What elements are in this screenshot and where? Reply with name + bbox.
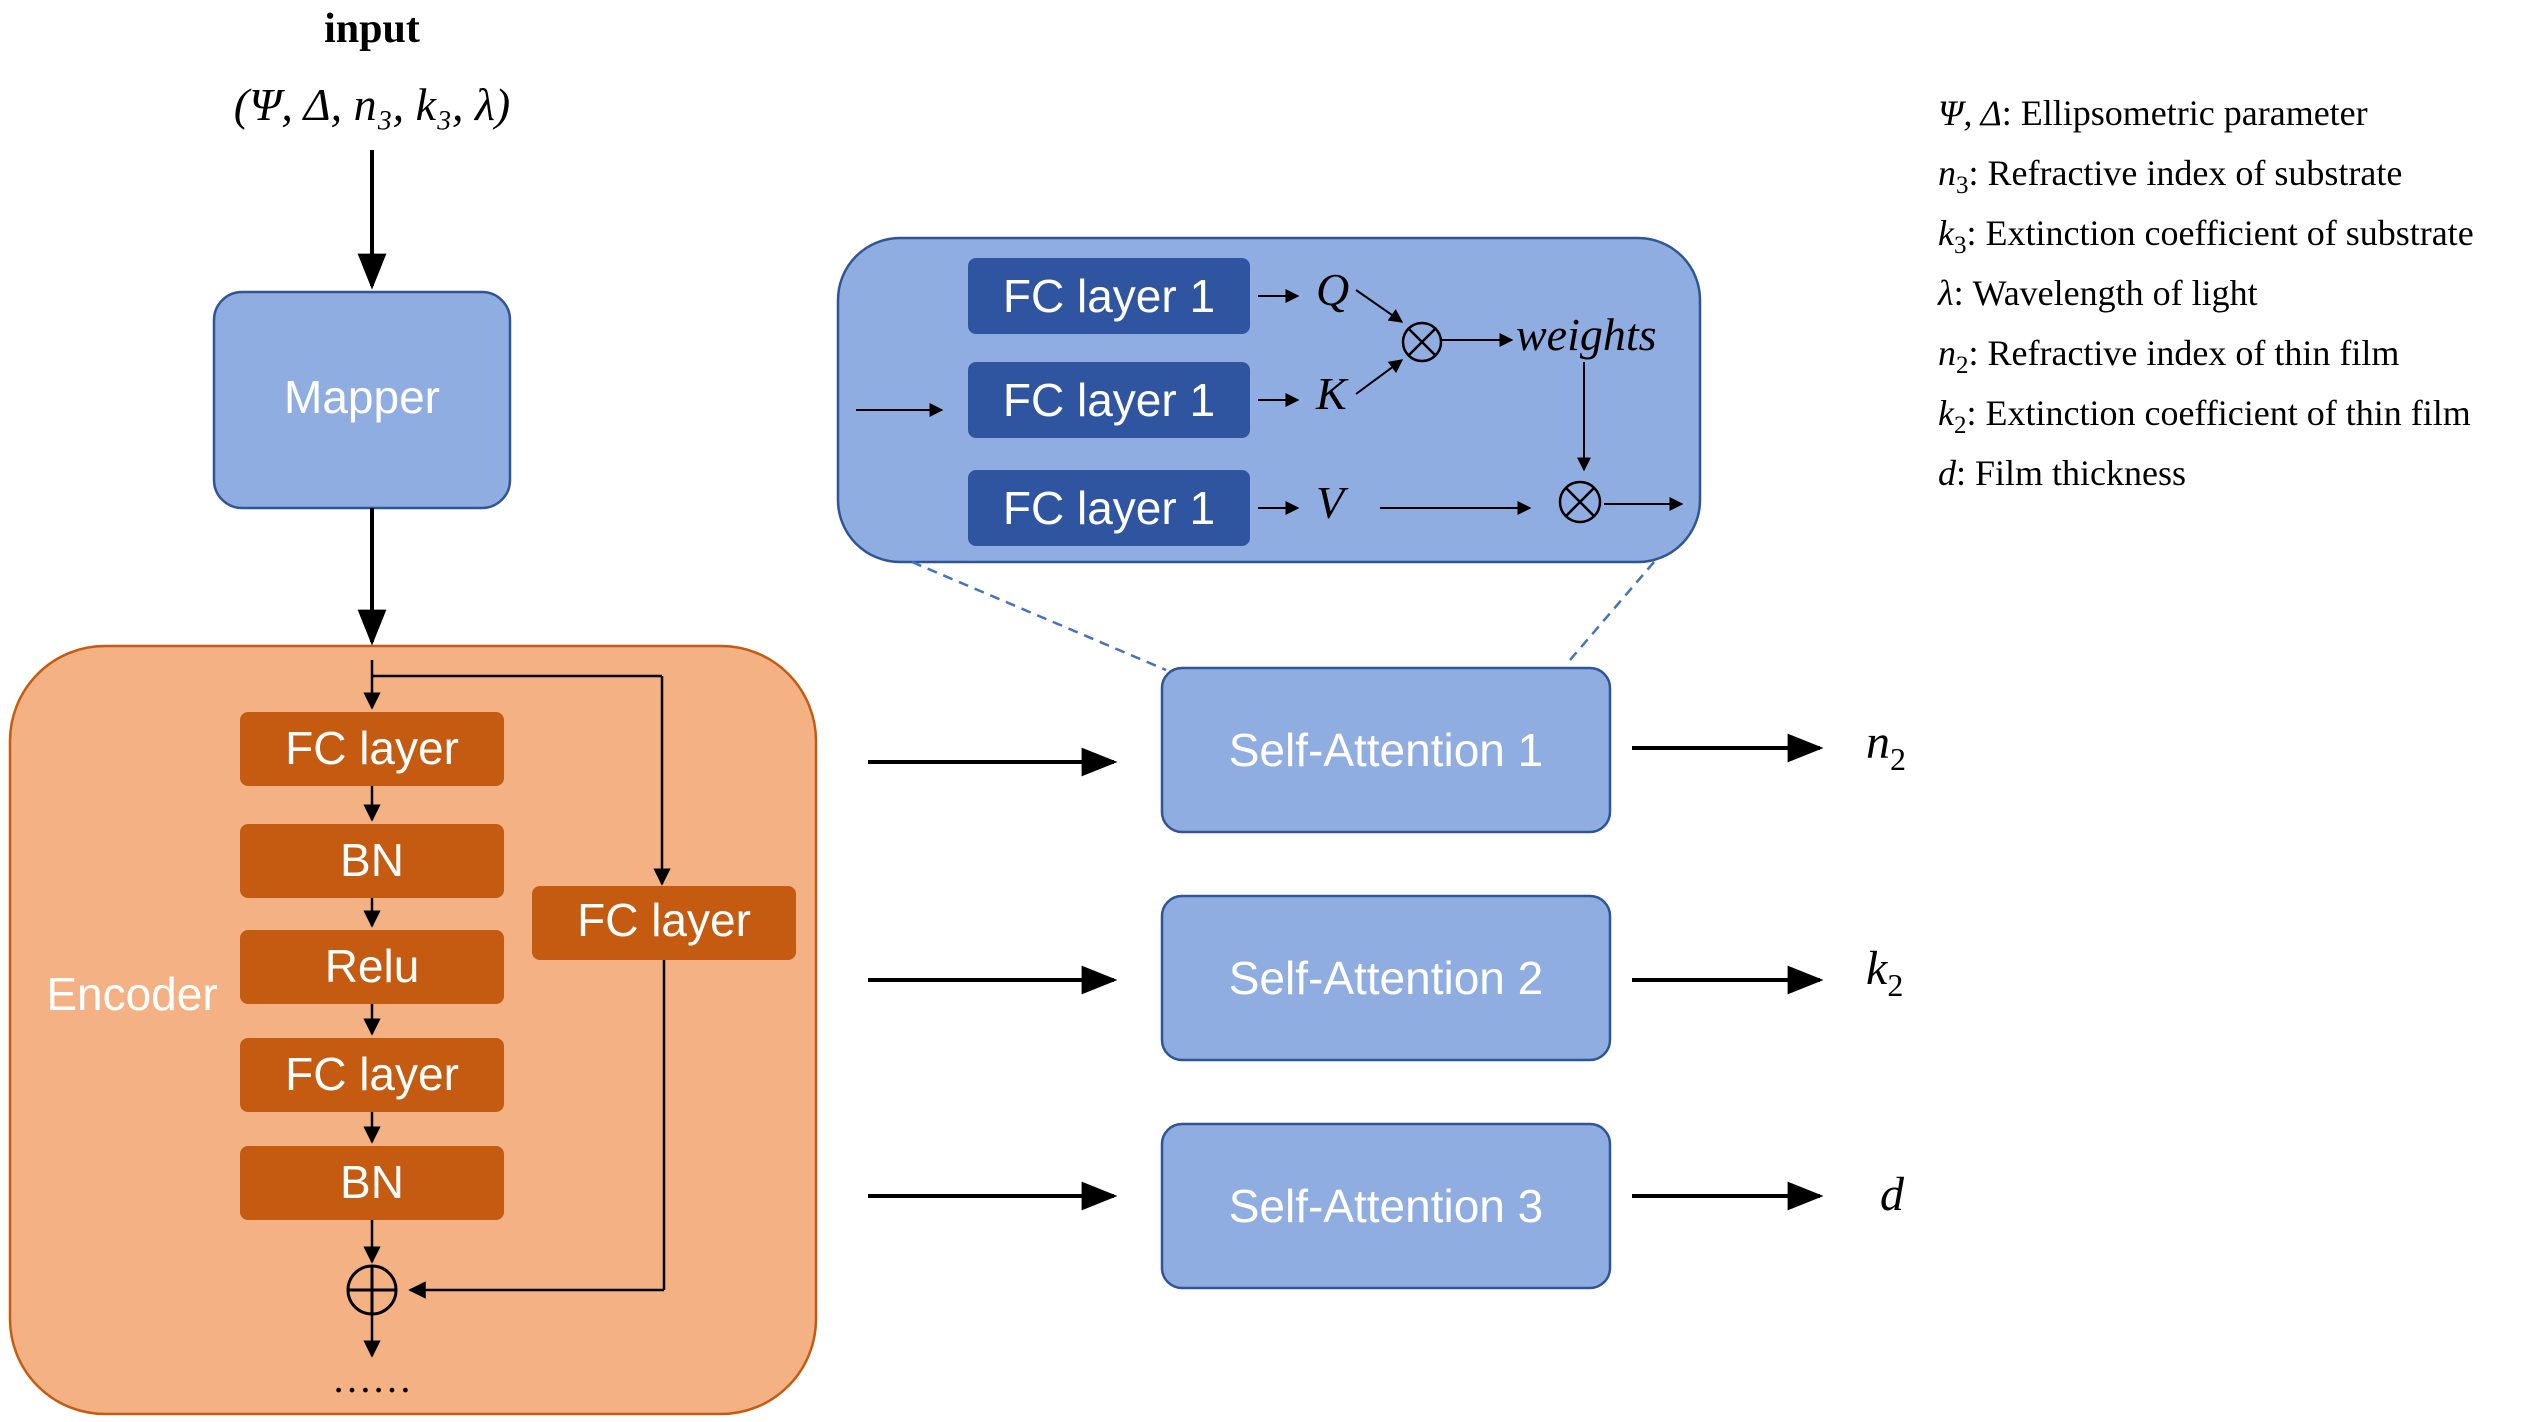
encoder-block-relu [240,930,504,1004]
sa3-output-label: d [1880,1168,1905,1221]
zoom-line-right [1569,561,1655,661]
detail-fc-layer-k-label: FC layer 1 [1003,374,1215,426]
detail-fc-layer-k [968,362,1250,438]
encoder-box [8,644,818,1416]
legend-item: d: Film thickness [1938,453,2186,493]
encoder-block-bn-2 [240,1146,504,1220]
encoder-block-fc-layer-2-label: FC layer [285,1048,459,1100]
self-attention-2-label: Self-Attention 2 [1229,952,1544,1004]
input-params: (Ψ, Δ, n₃, k₃, λ) [234,79,510,130]
k-to-mult-arrow [1355,359,1404,395]
legend-item: k3: Extinction coefficient of substrate [1938,213,2474,259]
add-icon [346,1264,398,1316]
encoder-label: Encoder [46,968,217,1020]
encoder-block-bn-2-label: BN [340,1156,404,1208]
encoder-block-relu-label: Relu [325,940,420,992]
self-attention-2-box [1160,894,1612,1062]
legend-item: k2: Extinction coefficient of thin film [1938,393,2471,439]
detail-fc-layer-v-label: FC layer 1 [1003,482,1215,534]
encoder-block-fc-layer-2 [240,1038,504,1112]
self-attention-3-box [1160,1122,1612,1290]
weights-label: weights [1516,309,1657,360]
encoder-block-bn-1-label: BN [340,834,404,886]
sa1-output-label: n2 [1866,716,1906,777]
skip-fc-layer-label: FC layer [577,894,751,946]
self-attention-1-box [1160,666,1612,834]
encoder-block-fc-layer-1-label: FC layer [285,722,459,774]
detail-fc-layer-q-label: FC layer 1 [1003,270,1215,322]
mapper-label: Mapper [284,371,440,423]
k-symbol: K [1315,368,1349,419]
detail-fc-layer-q [968,258,1250,334]
legend: Ψ, Δ: Ellipsometric parameter n3: Refrac… [1937,93,2474,493]
detail-fc-layer-v [968,470,1250,546]
self-attention-3-label: Self-Attention 3 [1229,1180,1544,1232]
legend-item: λ: Wavelength of light [1937,273,2258,313]
encoder-block-fc-layer-1 [240,712,504,786]
mapper-box [212,290,512,510]
encoder-block-bn-1 [240,824,504,898]
encoder-continuation: …… [332,1356,412,1401]
legend-item: n2: Refractive index of thin film [1938,333,2399,379]
input-title: input [324,6,420,52]
q-to-mult-arrow [1355,289,1404,323]
self-attention-1-label: Self-Attention 1 [1229,724,1544,776]
sa2-output-label: k2 [1866,942,1903,1003]
legend-item: Ψ, Δ: Ellipsometric parameter [1938,93,2368,133]
mult-icon-v [1558,480,1602,524]
v-symbol: V [1316,477,1349,528]
legend-item: n3: Refractive index of substrate [1938,153,2402,199]
q-symbol: Q [1316,264,1349,315]
skip-fc-layer-block [532,886,796,960]
zoom-line-left [911,560,1167,672]
mult-icon-qk [1401,321,1443,363]
